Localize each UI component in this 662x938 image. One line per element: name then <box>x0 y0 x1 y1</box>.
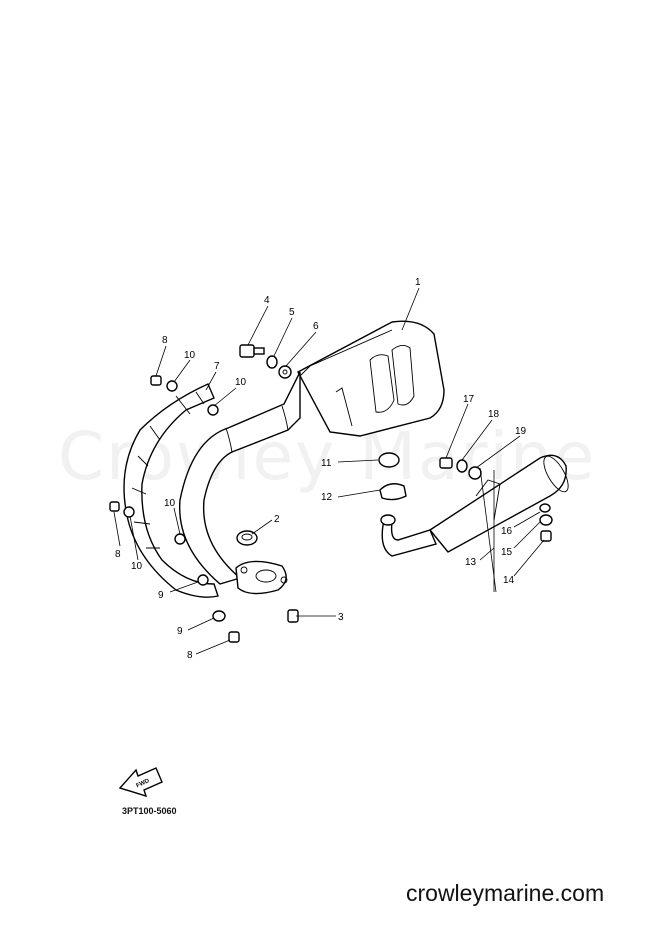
heat-protector <box>123 383 219 598</box>
callout-9-top: 9 <box>158 590 164 601</box>
callout-3: 3 <box>338 612 344 623</box>
callout-5: 5 <box>289 307 295 318</box>
muffler-body <box>297 320 445 437</box>
callout-18: 18 <box>488 409 500 420</box>
callout-14: 14 <box>503 575 515 586</box>
site-label[interactable]: crowleymarine.com <box>406 880 605 906</box>
callout-15: 15 <box>501 547 513 558</box>
drawing-code: 3PT100-5060 <box>122 806 177 816</box>
leader-lines <box>113 287 545 655</box>
callout-10-left: 10 <box>131 561 143 572</box>
fwd-arrow-icon: FWD <box>118 767 163 798</box>
callout-10-right: 10 <box>235 377 247 388</box>
callout-4: 4 <box>264 295 270 306</box>
callout-17: 17 <box>463 394 475 405</box>
callout-12: 12 <box>321 492 333 503</box>
callout-1: 1 <box>415 277 421 288</box>
fwd-label: FWD <box>136 778 152 789</box>
callout-13: 13 <box>465 557 477 568</box>
callout-7: 7 <box>214 361 220 372</box>
callout-19: 19 <box>515 426 527 437</box>
callout-8-top: 8 <box>162 335 168 346</box>
callout-2: 2 <box>274 514 280 525</box>
callout-8-left: 8 <box>115 549 121 560</box>
callout-11: 11 <box>321 458 332 469</box>
hardware <box>109 344 553 643</box>
callout-10-top: 10 <box>184 350 196 361</box>
silencer <box>380 454 569 557</box>
exhaust-pipe <box>178 371 301 595</box>
callout-10-mid: 10 <box>164 498 176 509</box>
callout-16: 16 <box>501 526 513 537</box>
callout-labels: 1 2 3 4 5 6 7 8 10 10 10 8 10 9 9 8 11 1… <box>115 277 527 661</box>
callout-9-bottom: 9 <box>177 626 183 637</box>
callout-6: 6 <box>313 321 319 332</box>
callout-8-bottom: 8 <box>187 650 193 661</box>
